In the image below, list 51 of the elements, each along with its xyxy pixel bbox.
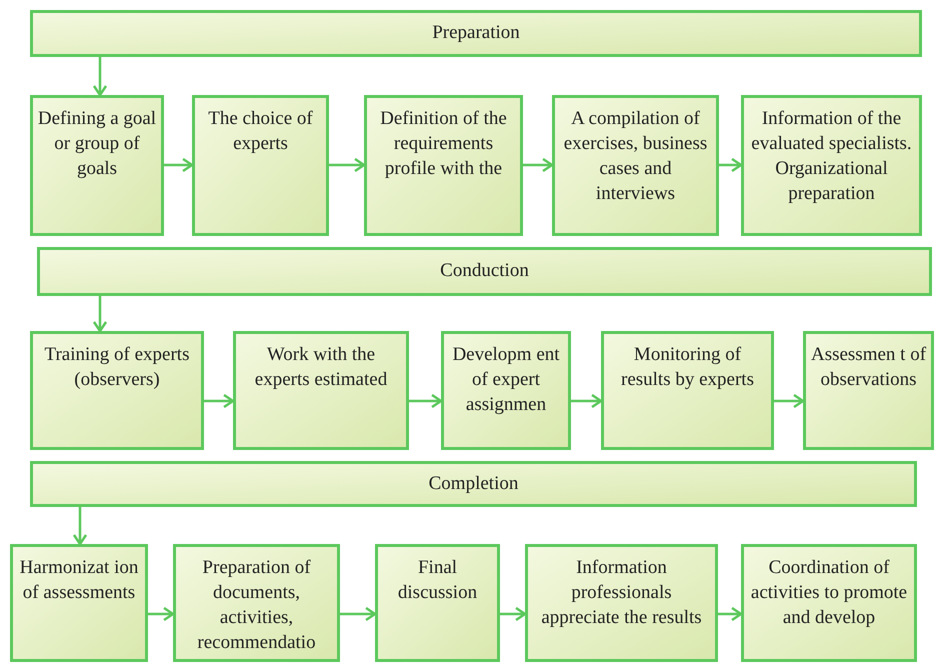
process-box	[803, 331, 934, 450]
step-text: Monitoring of results by experts	[620, 343, 755, 392]
process-box	[741, 544, 917, 662]
step-text: Information of the evaluated specialists. Organizational preparation	[750, 107, 913, 206]
arrow	[718, 606, 742, 622]
process-box	[192, 95, 329, 236]
arrow	[72, 507, 88, 546]
process-box	[233, 331, 409, 450]
process-box	[441, 331, 571, 450]
step-text: Harmonizat ion of assessments	[18, 556, 140, 605]
process-box	[30, 95, 164, 236]
arrow	[92, 296, 108, 332]
step-text: Work with the experts estimated	[254, 343, 388, 392]
arrow	[340, 606, 376, 622]
step-text: Information professionals appreciate the results	[540, 556, 703, 630]
stage-header-bar	[30, 461, 917, 507]
arrow	[92, 57, 108, 96]
process-box	[173, 544, 340, 662]
process-box	[525, 544, 718, 662]
step-text: The choice of experts	[207, 107, 314, 156]
step-text: Defining a goal or group of goals	[37, 107, 157, 181]
step-text: A compilation of exercises, business cases and interviews	[562, 107, 708, 206]
arrow	[409, 394, 442, 408]
arrow	[500, 606, 526, 622]
arrow	[523, 158, 554, 172]
arrow	[571, 394, 602, 408]
process-box	[10, 544, 148, 662]
stage-title: Conduction	[440, 259, 529, 284]
arrow	[329, 158, 366, 172]
stage-header-bar	[37, 247, 932, 296]
arrow	[719, 158, 742, 172]
step-text: Training of experts (observers)	[44, 343, 190, 392]
process-box	[552, 95, 719, 236]
process-box	[601, 331, 774, 450]
step-text: Definition of the requirements profile with the	[379, 107, 508, 181]
process-box	[375, 544, 500, 662]
process-box	[30, 331, 204, 450]
step-text: Developm ent of expert assignmen	[451, 343, 561, 417]
stage-header-bar	[30, 10, 922, 57]
arrow	[774, 394, 804, 408]
step-text: Preparation of documents, activities, recommendatio	[196, 556, 317, 655]
stage-title: Completion	[428, 472, 518, 496]
process-box	[364, 95, 523, 236]
arrow	[164, 158, 194, 172]
process-box	[741, 95, 922, 236]
arrow	[204, 394, 234, 408]
stage-title: Preparation	[432, 21, 520, 46]
step-text: Assessmen t of observations	[810, 343, 927, 392]
arrow	[148, 606, 174, 622]
step-text: Coordination of activities to promote and develop	[750, 556, 908, 630]
step-text: Final discussion	[396, 556, 478, 605]
